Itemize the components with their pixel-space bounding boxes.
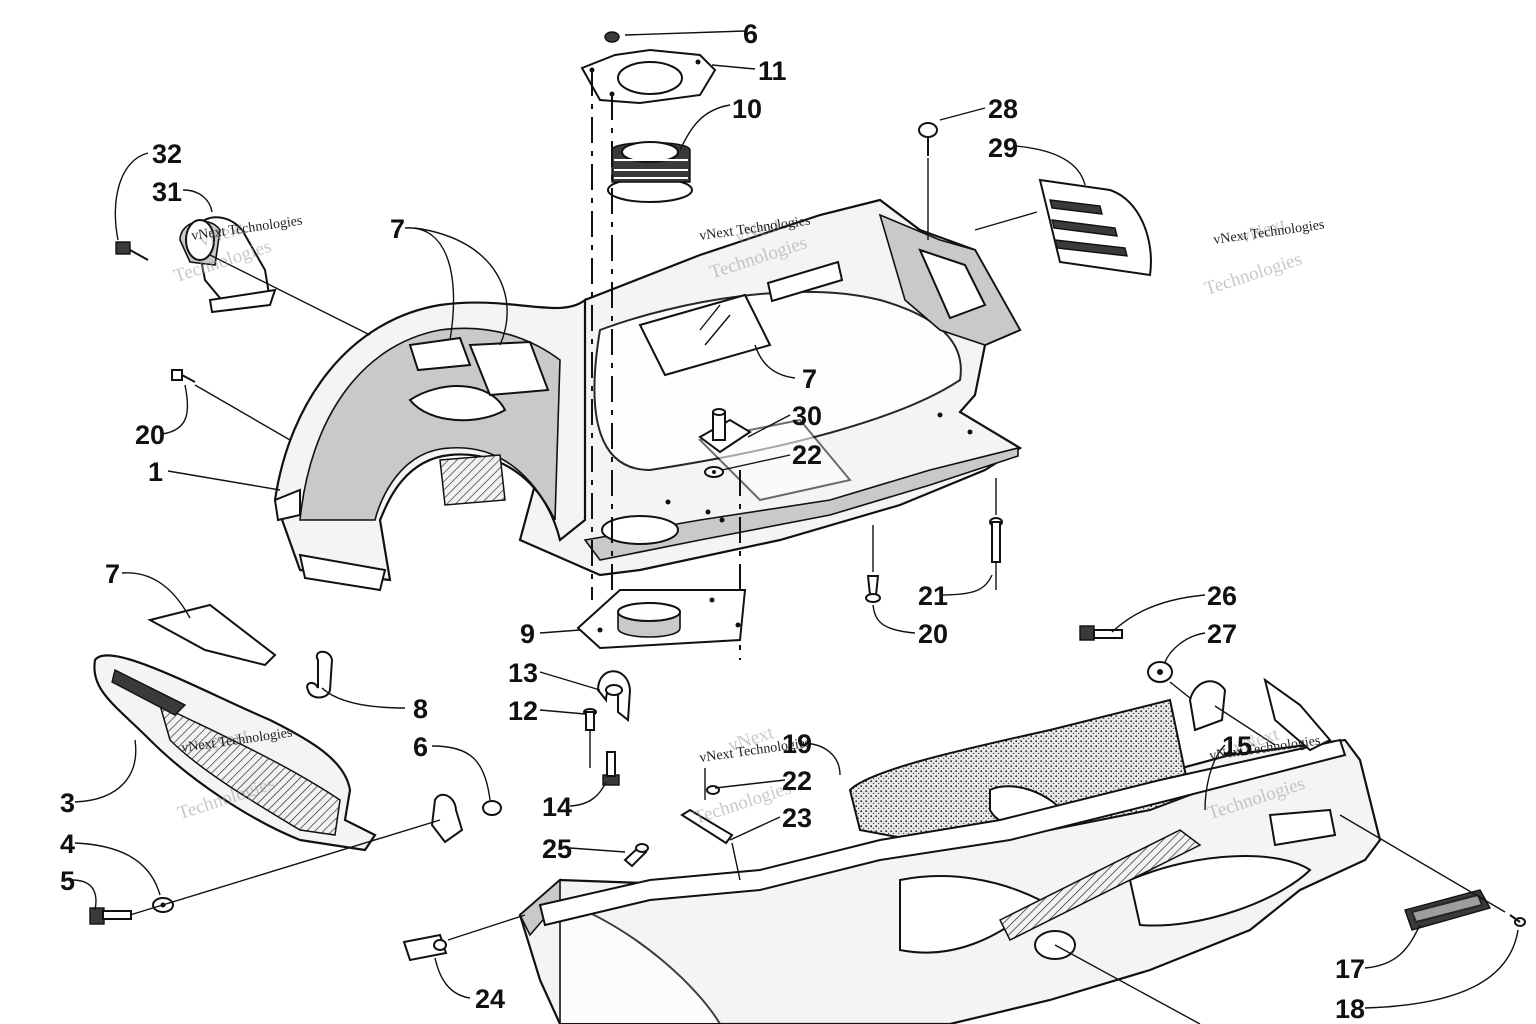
decal-left [147, 603, 277, 667]
callout-23: 23 [782, 803, 812, 833]
reflector-17 [1404, 889, 1492, 931]
callout-30: 30 [792, 401, 822, 431]
callout-5: 5 [60, 866, 75, 896]
rubber-boot [607, 141, 693, 203]
callout-32: 32 [152, 139, 182, 169]
callout-22-upper: 22 [792, 440, 822, 470]
callout-18: 18 [1335, 994, 1365, 1024]
headlight-socket [179, 216, 277, 314]
screw-28 [918, 122, 938, 156]
callout-7-upper-left: 7 [390, 214, 405, 244]
callout-4: 4 [60, 829, 75, 859]
bumper-rail [538, 738, 1347, 927]
screw-20b [865, 575, 881, 603]
clamp-bracket [596, 670, 632, 722]
callout-31: 31 [152, 177, 182, 207]
front-duct-housing [273, 297, 587, 592]
callout-6-top: 6 [743, 19, 758, 49]
screw-20a [171, 369, 196, 383]
callout-27: 27 [1207, 619, 1237, 649]
screw-socket [115, 241, 149, 261]
callout-21: 21 [918, 581, 948, 611]
callout-24: 24 [475, 984, 505, 1014]
pin-bolt [583, 708, 597, 768]
screw-18 [1509, 914, 1526, 927]
screw-25 [623, 843, 649, 868]
callout-14: 14 [542, 792, 572, 822]
clip-24 [402, 933, 448, 962]
hex-bolt-vertical [602, 751, 620, 786]
callout-6-left: 6 [413, 732, 428, 762]
belly-pan-upper [518, 198, 1023, 577]
callout-28: 28 [988, 94, 1018, 124]
side-panel-left [93, 654, 377, 852]
callout-9: 9 [520, 619, 535, 649]
callout-13: 13 [508, 658, 538, 688]
strap-23 [680, 808, 734, 845]
post-bracket [698, 408, 752, 454]
washer-small [704, 466, 724, 478]
bracket-19 [1188, 680, 1227, 732]
callout-20-right: 20 [918, 619, 948, 649]
callout-29: 29 [988, 133, 1018, 163]
nut-plate-left [430, 793, 502, 844]
callout-7-center: 7 [802, 364, 817, 394]
belly-pan-lower [518, 738, 1382, 1024]
callout-labels: 6 11 10 28 29 32 31 7 7 30 22 20 1 21 20… [60, 19, 1365, 1024]
washer-27 [1147, 661, 1173, 683]
bolt-26 [1079, 625, 1123, 641]
bolt-left [89, 907, 132, 925]
steering-plate-bottom [576, 589, 747, 650]
clip-fastener [306, 650, 334, 699]
watermark-5: vNext Technologies [691, 722, 794, 829]
callout-22-lower: 22 [782, 766, 812, 796]
callout-17: 17 [1335, 954, 1365, 984]
grille-right-lower [998, 677, 1332, 942]
callout-12: 12 [508, 696, 538, 726]
callout-15: 15 [1222, 731, 1252, 761]
leader-lines [71, 30, 1519, 1009]
steering-plate-top [580, 31, 717, 105]
rivet-21 [989, 517, 1003, 590]
callout-11: 11 [758, 56, 787, 86]
vent-grille [1038, 178, 1152, 277]
callout-10: 10 [732, 94, 762, 124]
callout-1: 1 [148, 457, 163, 487]
callout-7-lower-left: 7 [105, 559, 120, 589]
svg-text:Technologies: Technologies [1202, 249, 1305, 300]
callout-25: 25 [542, 834, 572, 864]
callout-20-left: 20 [135, 420, 165, 450]
callout-19: 19 [782, 729, 812, 759]
callout-26: 26 [1207, 581, 1237, 611]
callout-3: 3 [60, 788, 75, 818]
callout-8: 8 [413, 694, 428, 724]
